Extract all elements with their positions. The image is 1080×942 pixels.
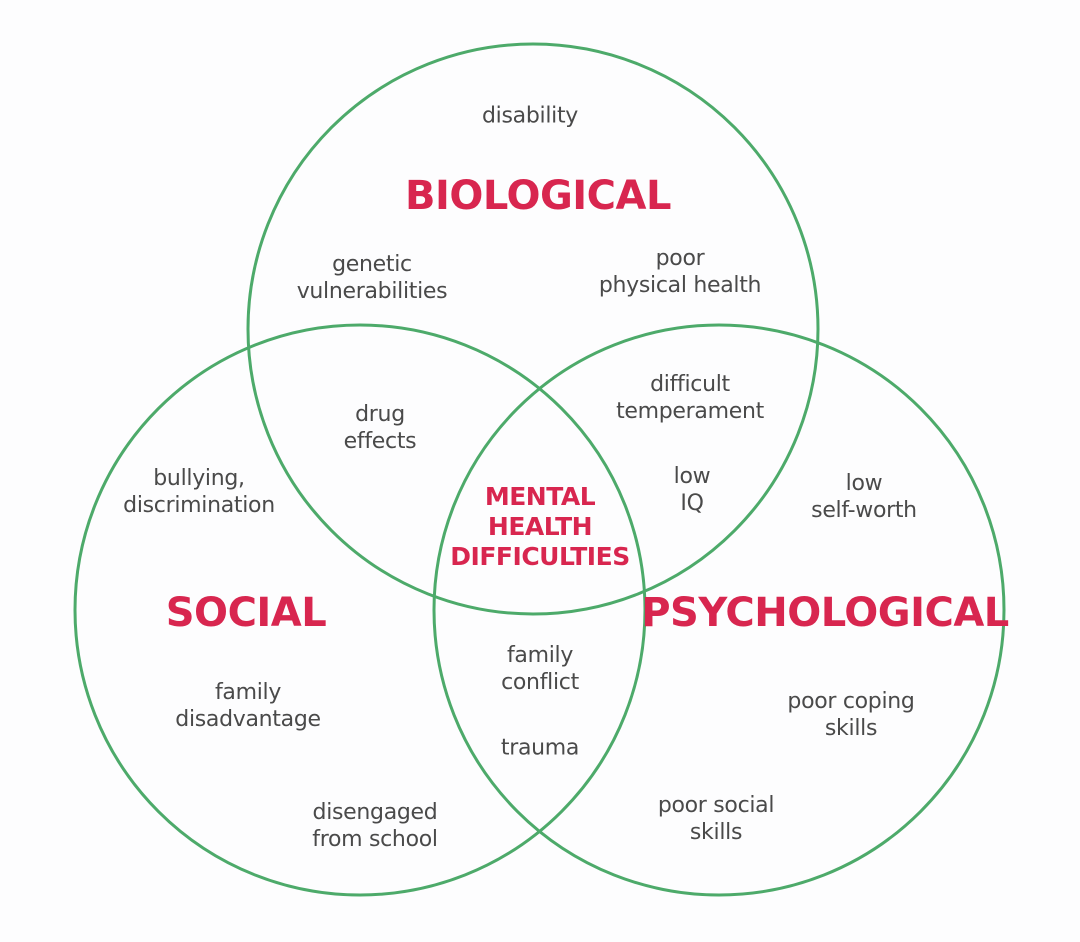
title-biological: BIOLOGICAL	[405, 173, 671, 219]
social-circle	[73, 323, 647, 897]
label-line: poor	[655, 246, 705, 271]
center-line: DIFFICULTIES	[450, 542, 630, 571]
label-line: conflict	[501, 670, 579, 695]
label-line: skills	[824, 716, 878, 741]
title-social: SOCIAL	[165, 590, 327, 636]
label-line: disadvantage	[175, 707, 321, 732]
label-line: difficult	[650, 372, 730, 397]
center-line: MENTAL	[484, 482, 596, 511]
title-psychological: PSYCHOLOGICAL	[641, 590, 1009, 636]
label-line: temperament	[616, 399, 764, 424]
label-line: poor social	[657, 793, 775, 818]
psychological-circle	[432, 323, 1006, 897]
label-line: from school	[312, 827, 438, 852]
label-line: self-worth	[811, 498, 917, 523]
label-line: low	[845, 471, 883, 496]
label-line: disengaged	[312, 800, 438, 825]
label-line: physical health	[598, 273, 762, 298]
label-line: genetic	[332, 252, 412, 277]
label-line: family	[506, 643, 574, 668]
label-disability: disability	[482, 103, 578, 129]
label-line: bullying,	[153, 466, 245, 491]
label-line: low	[673, 464, 711, 489]
label-line: vulnerabilities	[296, 279, 448, 304]
label-line: family	[214, 680, 282, 705]
center-line: HEALTH	[487, 512, 593, 541]
label-line: skills	[689, 820, 743, 845]
label-line: drug	[355, 402, 405, 427]
label-line: discrimination	[123, 493, 275, 518]
label-trauma: trauma	[500, 735, 580, 761]
label-line: IQ	[680, 491, 704, 516]
label-line: effects	[343, 429, 417, 454]
biological-circle	[246, 42, 820, 616]
label-line: poor coping	[787, 689, 915, 714]
label-bullying-discrimination: bullying,discrimination	[123, 465, 275, 519]
